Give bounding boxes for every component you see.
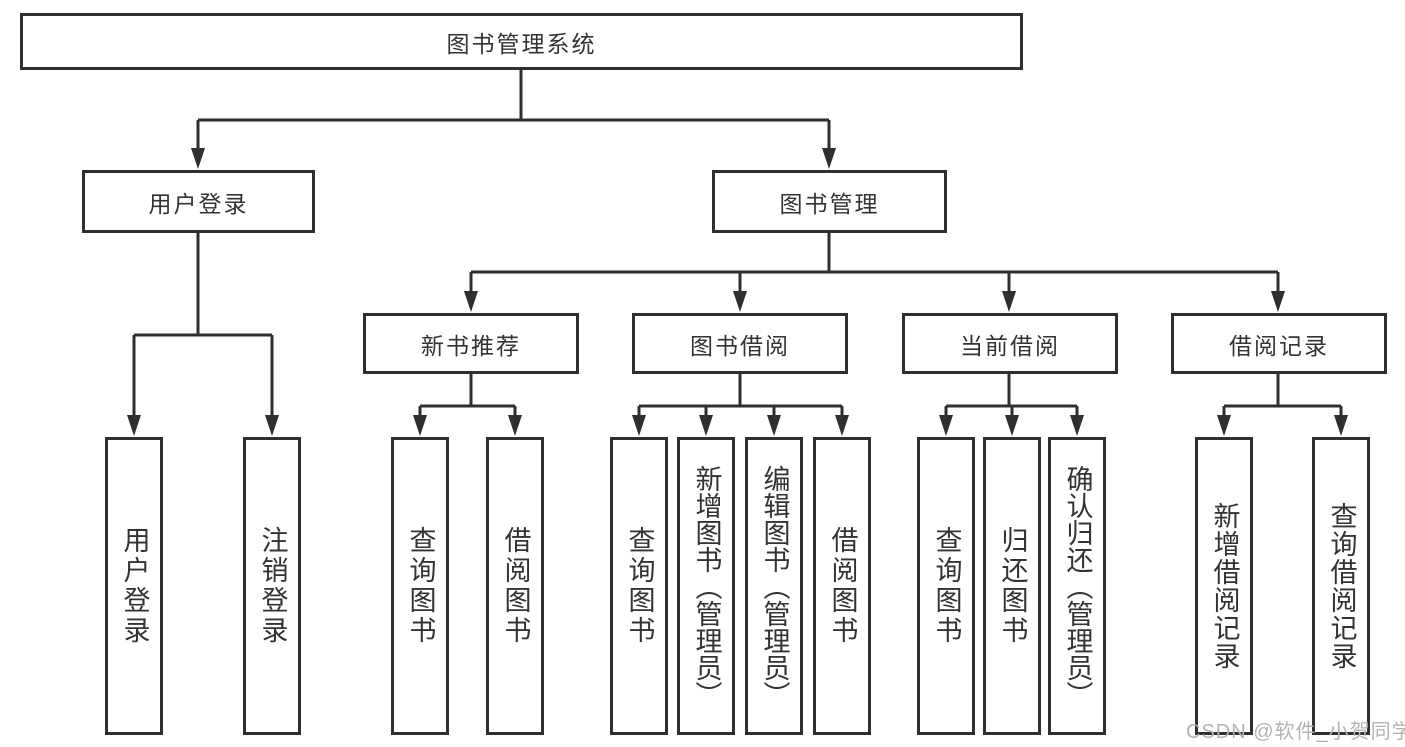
csdn-watermark: CSDN @软件_小贺同学	[1186, 721, 1405, 743]
leaf-edit-book-admin: 编辑图书（管理员）	[745, 437, 803, 735]
leaf-query-books-3: 查询图书	[917, 437, 975, 735]
node-root: 图书管理系统	[20, 13, 1023, 70]
leaf-logout: 注销登录	[243, 437, 301, 735]
node-borrow-records: 借阅记录	[1171, 313, 1387, 374]
node-book-management: 图书管理	[712, 170, 947, 233]
leaf-return-books: 归还图书	[983, 437, 1041, 735]
leaf-borrow-books-2: 借阅图书	[813, 437, 871, 735]
leaf-confirm-return-admin: 确认归还（管理员）	[1048, 437, 1106, 735]
node-book-borrow: 图书借阅	[632, 313, 848, 374]
node-new-book-recommend: 新书推荐	[363, 313, 579, 374]
leaf-user-login: 用户登录	[105, 437, 163, 735]
leaf-add-borrow-record: 新增借阅记录	[1195, 437, 1253, 735]
leaf-borrow-books-1: 借阅图书	[486, 437, 544, 735]
leaf-add-book-admin: 新增图书（管理员）	[677, 437, 735, 735]
leaf-query-borrow-record: 查询借阅记录	[1312, 437, 1370, 735]
leaf-query-books-1: 查询图书	[391, 437, 449, 735]
node-user-login: 用户登录	[82, 170, 315, 233]
node-current-borrow: 当前借阅	[902, 313, 1118, 374]
leaf-query-books-2: 查询图书	[610, 437, 668, 735]
